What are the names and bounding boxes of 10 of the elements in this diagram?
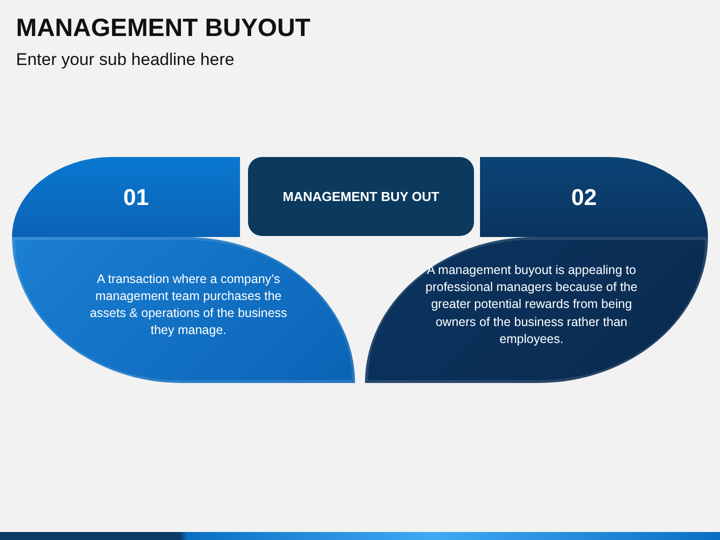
- title-box: [248, 157, 474, 236]
- subtitle: Enter your sub headline here: [16, 50, 234, 70]
- description-text: A management buyout is appealing to professional managers because of the greater potential rewards from being owners of the business rather than employees.: [425, 262, 638, 348]
- title: MANAGEMENT BUYOUT: [16, 14, 310, 43]
- step-number: 01: [123, 184, 149, 210]
- number-tab: [12, 157, 240, 237]
- description-text: A transaction where a company’s management team purchases the assets & operations of the business they manage.: [88, 270, 288, 340]
- number-tab: [480, 157, 708, 237]
- heading-text: MANAGEMENT BUY OUT: [282, 189, 440, 204]
- step-number: 02: [571, 184, 597, 210]
